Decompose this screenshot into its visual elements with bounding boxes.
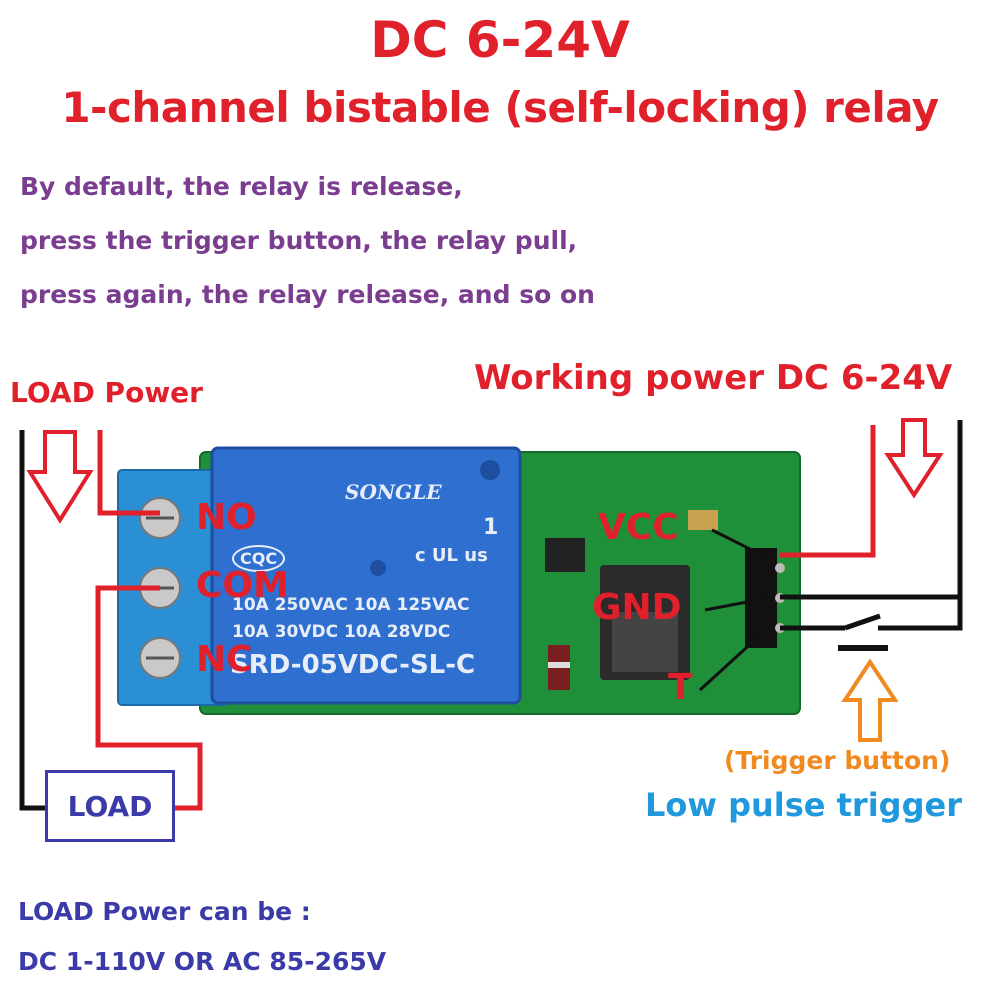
trigger-button-label: (Trigger button) [724,746,951,775]
description-line-3: press again, the relay release, and so o… [20,280,595,309]
load-box: LOAD [45,770,175,842]
screw-nc [139,637,181,679]
button-smd [688,510,718,530]
wire-no-red [97,430,160,516]
relay-rating-dc: 10A 30VDC 10A 28VDC [232,622,451,642]
pointer-t [698,626,770,692]
pin-label-gnd: GND [592,587,682,628]
wire-gnd-black [780,420,963,600]
relay-body [212,448,520,703]
arrow-down-right [884,418,944,499]
terminal-label-com: COM [196,565,289,606]
pointer-vcc [711,528,769,560]
relay-rating-ac: 10A 250VAC 10A 125VAC [232,595,470,615]
wire-com-red [95,585,203,811]
description-line-1: By default, the relay is release, [20,172,463,201]
pin-label-t: T [668,667,693,708]
wire-load-power-black [19,430,45,811]
relay-number: 1 [483,515,499,540]
footer-line-1: LOAD Power can be : [18,897,311,926]
relay-brand: SONGLE [345,480,442,504]
arrow-down-left [26,430,94,524]
wire-vcc-red [780,425,876,558]
pointer-gnd [704,596,769,612]
title-product: 1-channel bistable (self-locking) relay [61,83,939,132]
relay-cqc-mark: CQC [232,545,286,572]
load-box-label: LOAD [67,789,153,823]
relay-ul-mark: c UL us [415,545,488,566]
working-power-label: Working power DC 6-24V [474,358,953,398]
screw-no [139,497,181,539]
pin-label-vcc: VCC [598,507,679,548]
arrow-up-trigger [841,658,899,742]
button-contact [844,613,881,631]
description-line-2: press the trigger button, the relay pull… [20,226,578,255]
terminal-label-nc: NC [196,639,253,680]
load-power-label: LOAD Power [10,376,203,409]
ic-chip [545,538,585,572]
footer-line-2: DC 1-110V OR AC 85-265V [18,947,387,976]
title-voltage: DC 6-24V [370,11,630,69]
low-pulse-trigger-label: Low pulse trigger [645,786,962,824]
terminal-label-no: NO [196,497,257,538]
wire-gnd-to-button [878,597,963,631]
relay-model: SRD-05VDC-SL-C [230,650,476,680]
